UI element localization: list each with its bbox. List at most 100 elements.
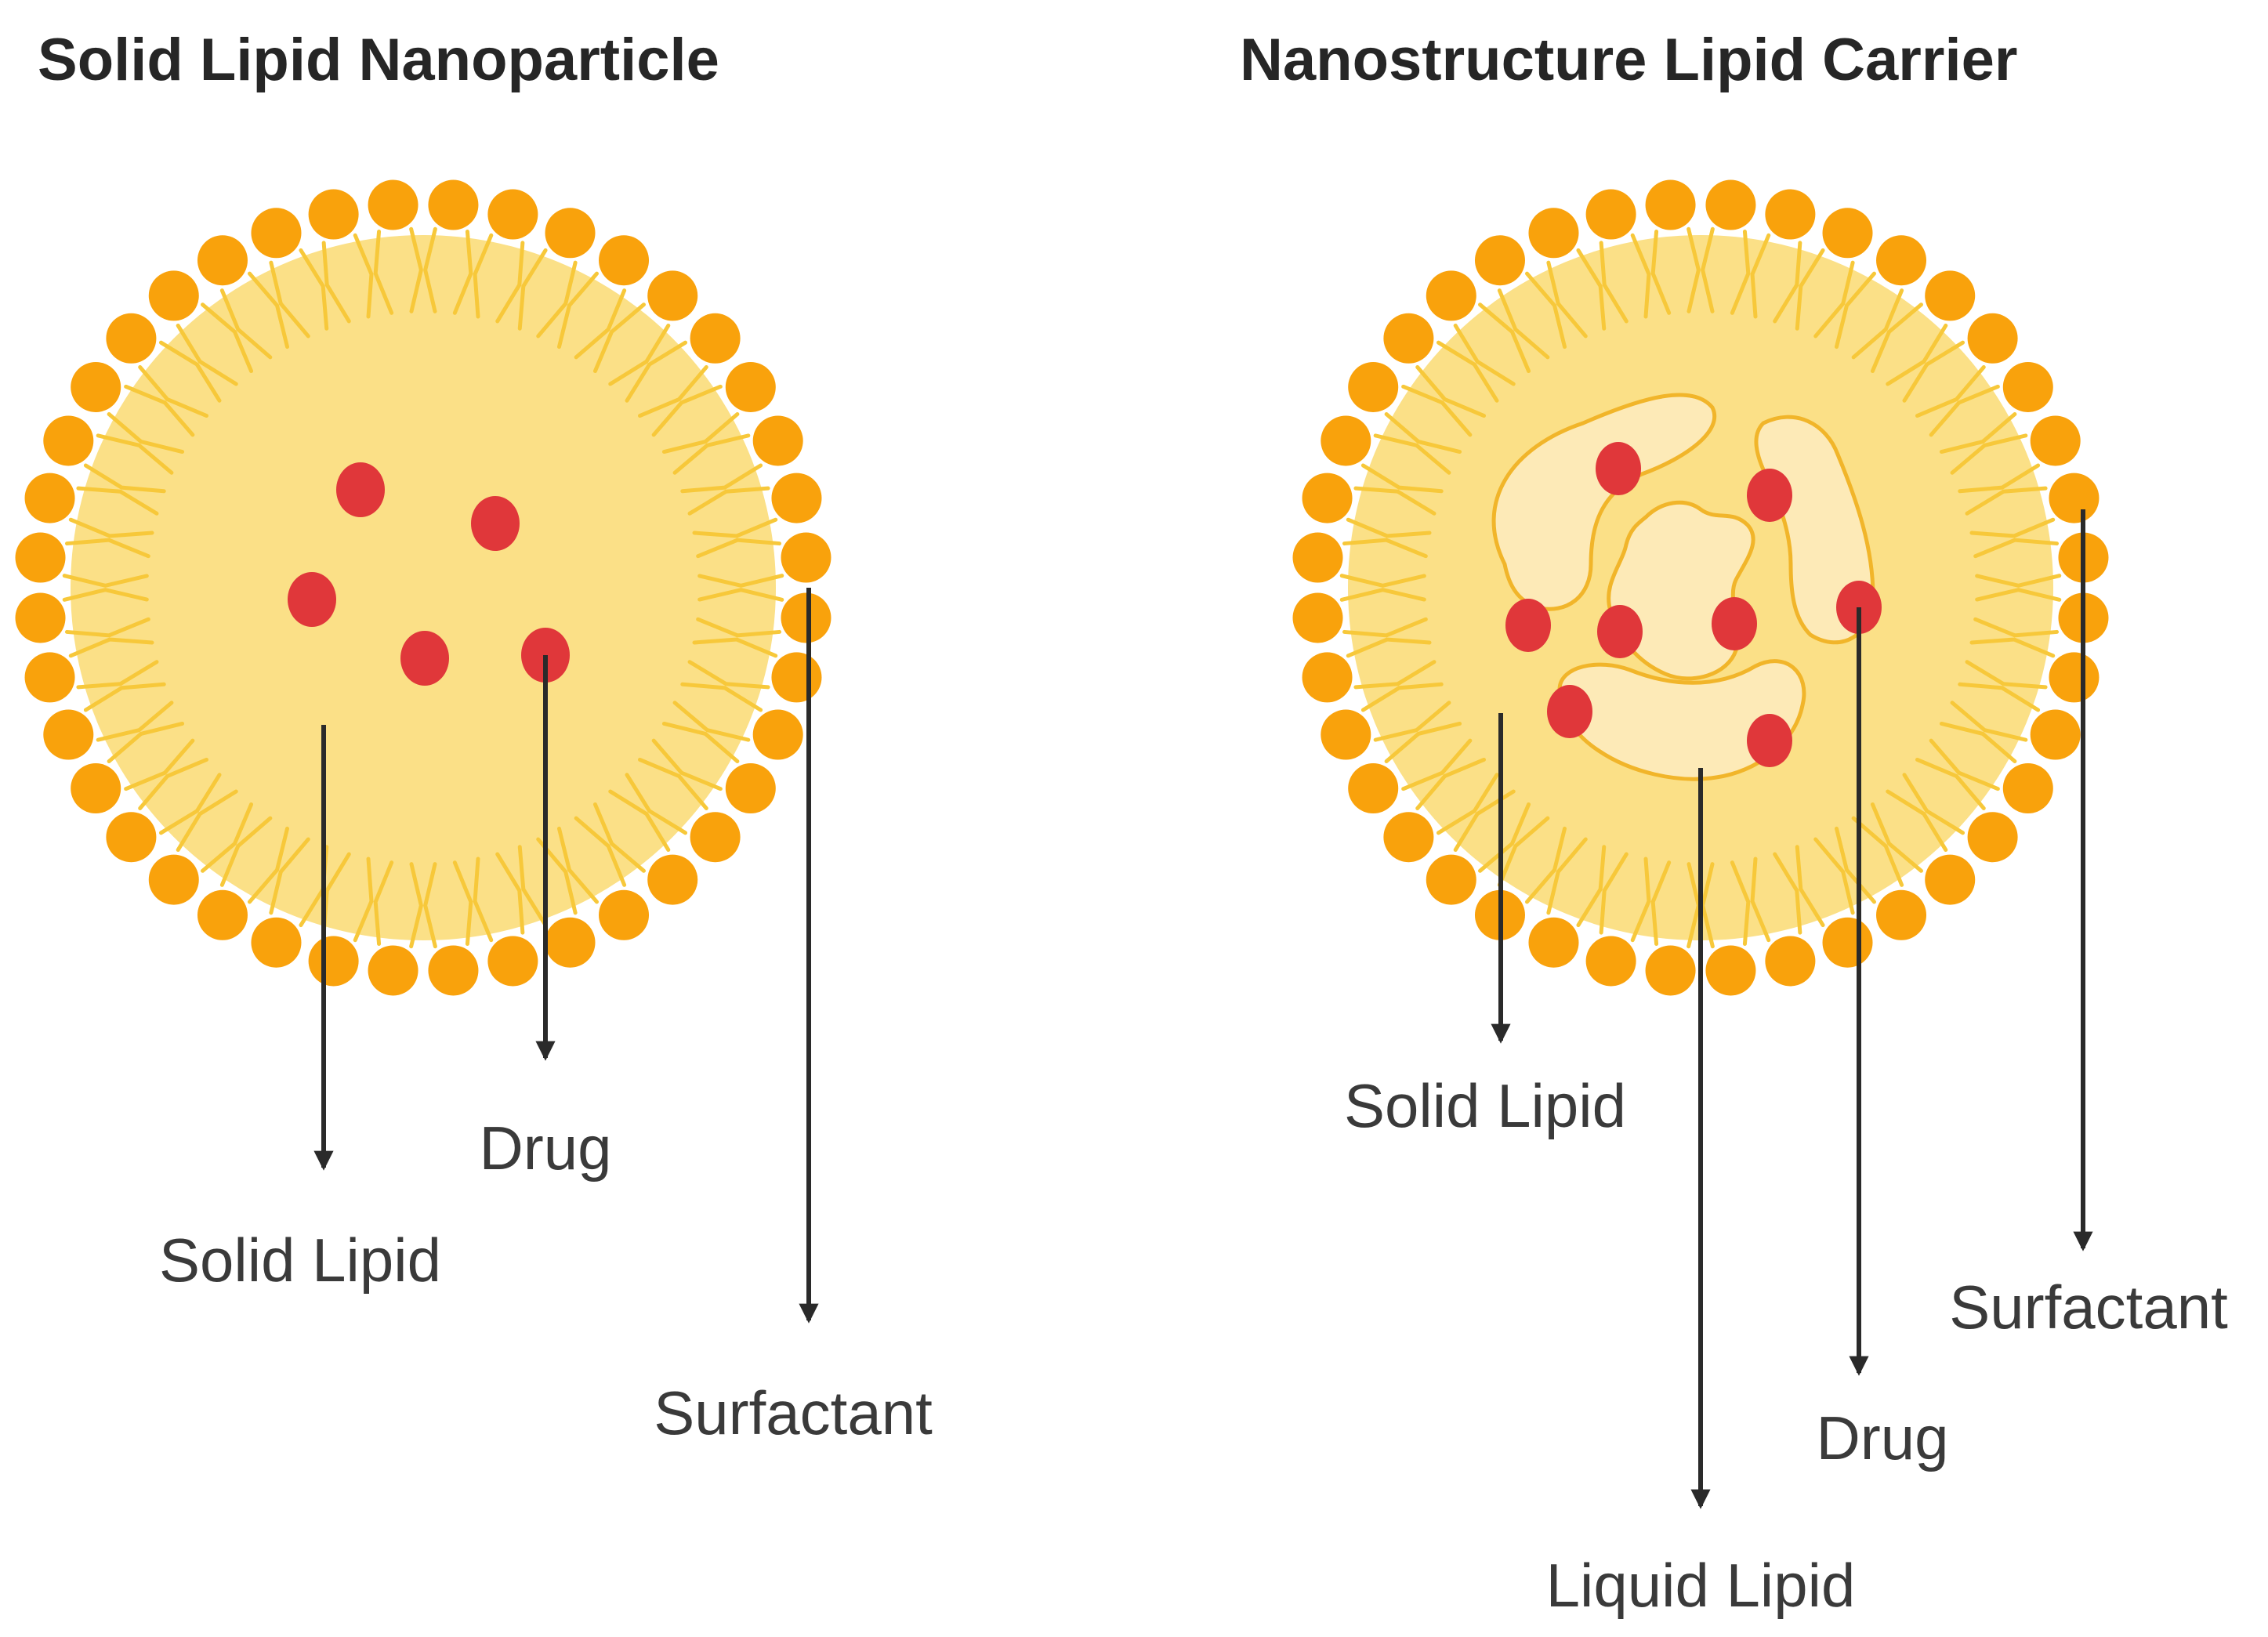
nlc-surfactant-head [1383,313,1434,364]
sln-surfactant-tail [76,660,159,690]
sln-surfactant-head [599,235,650,286]
sln-surfactant-head [251,208,302,259]
sln-surfactant-head [771,473,822,523]
sln-surfactant-head [106,812,157,863]
sln-surfactant-tail [68,637,154,658]
nlc-surfactant-tail [1415,757,1486,810]
sln-surfactant-head [599,889,650,940]
sln-surfactant-head [197,889,248,940]
nlc-surfactant-tail [1851,816,1904,887]
nlc-liquid-lipid-bottom [1557,659,1806,781]
nlc-surfactant-tail [1342,617,1428,638]
nlc-surfactant-tail [1701,226,1715,313]
sln-surfactant-tail [536,260,578,339]
nlc-drug-label: Drug [1816,1403,1948,1472]
sln-surfactant-head [752,709,803,760]
nlc-surfactant-tail [1478,802,1531,873]
nlc-surfactant-tail [1969,637,2056,658]
sln-surfactant-tail [473,233,494,319]
nlc-surfactant-tail [1915,757,1986,810]
sln-surfactant-tail [76,486,159,516]
sln-surfactant-tail [158,340,222,403]
sln-surfactant-tail [138,365,208,418]
sln-title: Solid Lipid Nanoparticle [38,27,719,93]
nlc-surfactant-head [1321,709,1371,760]
sln-surfactant-tail [452,229,473,315]
nlc-surfactant-tail [1353,486,1437,516]
nlc-surfactant-tail [1834,826,1876,904]
sln-leader-arrows [313,588,819,1324]
sln-surfactant-tail [107,412,185,455]
sln-surfactant-head [781,532,831,583]
sln-surfactant-tail [495,241,525,324]
nlc-surfactant-head [1426,270,1476,321]
nlc-drug-dot [1547,685,1592,738]
nlc-surfactant-head [1348,763,1399,814]
sln-surfactant-tail [680,463,763,494]
nlc-surfactant-tail [1525,271,1567,349]
nlc-surfactant-tail [1958,682,2041,712]
nlc-surfactant-tail [1973,617,2060,638]
nlc-title: Nanostructure Lipid Carrier [1240,27,2017,93]
sln-surfactant-tail [158,773,222,835]
sln-surfactant-tail [423,226,437,313]
nlc-surfactant-tail [1950,433,2028,475]
sln-surfactant-head [487,936,538,987]
nlc-surfactant-head [1585,936,1636,987]
sln-surfactant-head [690,313,741,364]
nlc-surfactant-head [1822,917,1873,968]
sln-surfactant-tail [574,288,627,360]
sln-surfactant-tail [373,229,394,315]
sln-surfactant-head [15,532,66,583]
nlc-surfactant-tail [1339,588,1426,602]
nlc-surfactant-tail [1965,486,2048,516]
nlc-surfactant-tails [1339,226,2062,949]
nlc-surfactant-head [1645,179,1696,230]
nlc-surfactant-head [2049,652,2100,703]
nlc-surfactant-tail [1870,802,1923,873]
sln-surfactant-head [368,945,418,996]
nlc-drug-dot [1596,442,1641,495]
nlc-surfactant-tail [1576,248,1607,331]
sln-surfactant-tail [219,288,273,360]
sln-surfactant-tail [124,738,195,791]
nlc-drug-dot [1505,599,1551,652]
sln-surfactant-tail [373,860,394,947]
nlc-surfactant-head [1925,854,1976,905]
nlc-surfactant-tail [1965,660,2048,690]
sln-surfactant-head [545,917,596,968]
nlc-surfactant-tail [1902,773,1965,835]
nlc-surfactant-tail [1339,574,1426,588]
sln-surfactant-tail [592,802,646,873]
sln-surfactant-tail [353,233,374,319]
nlc-surfactant-head [1705,179,1756,230]
sln-surfactant-tail [661,721,740,763]
sln-surfactant-tail [83,682,166,712]
nlc-surfactant-tail [1650,860,1672,947]
nlc-surfactant-head [1321,415,1371,466]
sln-surfactant-tail [680,682,763,712]
sln-surfactant-tail [687,660,770,690]
sln-surfactant-tail [473,857,494,943]
sln-surfactant-tail [692,517,778,538]
sln-surfactant-head [251,917,302,968]
sln-surfactant-tail [64,538,150,559]
nlc-drug-dot [1747,469,1792,522]
sln-surfactant-head [725,763,776,814]
nlc-surfactant-tail [1436,773,1499,835]
sln-surfactant-tail [269,260,310,339]
nlc-leader-arrows [1491,509,2093,1509]
sln-surfactant-tail [608,789,671,853]
sln-drug-label: Drug [479,1114,611,1182]
nlc-surfactant-tail [1384,721,1462,763]
sln-surfactant-tail [638,365,708,418]
nlc-surfactant-tail [1342,538,1428,559]
nlc-surfactant-tail [1497,288,1550,360]
sln-particle [15,179,831,996]
sln-surfactant-tail [625,340,688,403]
nlc-surfactant-tail [1401,738,1473,791]
nlc-surfactant-head [1876,235,1927,286]
nlc-surfactant-head [1876,889,1927,940]
nlc-surfactant-tail [1497,816,1550,887]
